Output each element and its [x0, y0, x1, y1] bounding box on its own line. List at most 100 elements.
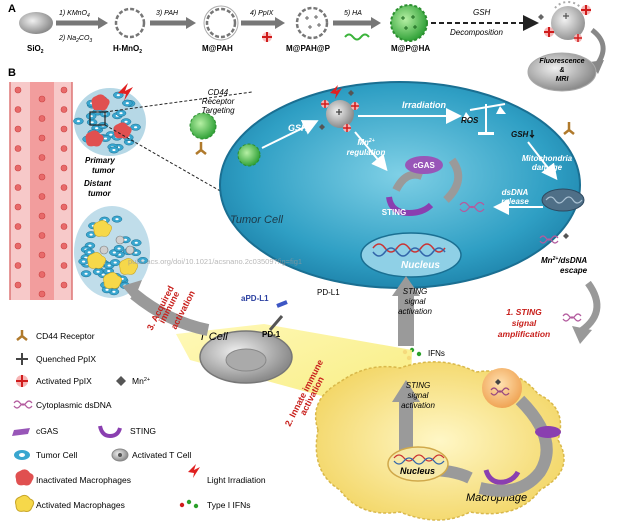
cgas-label: cGAS — [413, 161, 435, 170]
tumor-dna-strand-2 — [372, 247, 446, 257]
tumor-cell-small-nucleus — [134, 241, 138, 244]
vessel-cell — [14, 184, 22, 191]
legend-quenched: Quenched PpIX — [16, 353, 96, 365]
legend-cd44-text: CD44 Receptor — [36, 331, 95, 341]
inactivated-macrophage — [91, 94, 110, 111]
mpah-label: M@PAH — [202, 44, 233, 53]
tumor-cell-small-nucleus — [84, 256, 88, 259]
panel-b: B Primary tumor Distant tumor — [8, 67, 601, 521]
tumor-cell-small-nucleus — [101, 273, 105, 276]
ros-balance-icon — [462, 103, 506, 135]
light-bolt-icon — [118, 83, 133, 101]
legend-tcell-text: Activated T Cell — [132, 450, 191, 460]
vessel-cell — [60, 184, 68, 191]
quenched-ppix-cluster — [305, 15, 321, 29]
vessel-cell — [14, 203, 22, 211]
inactivated-macrophage — [113, 122, 132, 139]
cgas-shape — [405, 156, 443, 174]
fluorescence-mri-badge — [527, 52, 597, 92]
dsdna-release-2: release — [501, 197, 529, 206]
fluor-text-2: & — [559, 67, 564, 74]
step4-text: 4) PpIX — [250, 10, 274, 17]
cytoplasmic-dsdna-icon — [459, 201, 485, 213]
tumor-cell-small-nucleus — [115, 218, 119, 221]
macrophage-dna-2 — [393, 457, 445, 465]
vessel-cell — [14, 223, 22, 230]
legend-sting-text: STING — [130, 426, 156, 436]
vesicle-mn — [495, 379, 501, 385]
tumor-cell-small-nucleus — [112, 148, 116, 151]
legend-quenched-text: Quenched PpIX — [36, 354, 96, 364]
mito-label-1: Mitochondria — [522, 154, 573, 163]
vessel-cell — [14, 242, 22, 250]
tumor-cell-small-nucleus — [124, 120, 128, 123]
legend-activated-ppix-icon — [16, 375, 28, 387]
mito-label-2: damage — [532, 163, 563, 172]
gsh-label-a: GSH — [473, 8, 491, 17]
step2-text: 2) Na2CO3 — [58, 35, 92, 44]
vesicle-dsdna — [490, 387, 510, 396]
step3-arrow — [150, 17, 196, 29]
sting-up-arrow-2-head — [392, 380, 420, 402]
activated-macrophage — [87, 252, 106, 269]
pd1-receptor — [268, 315, 284, 331]
activated-t-cell — [99, 245, 109, 255]
tumor-cell-small-nucleus — [90, 121, 94, 124]
legend-mn-icon — [116, 376, 126, 386]
legend-tcell-nucleus — [118, 453, 122, 457]
vessel-cell — [38, 212, 46, 220]
sting-signal-2a: STING — [406, 381, 430, 390]
legend-dsdna: Cytoplasmic dsDNA — [13, 400, 112, 410]
tumor-cell-small-nucleus — [127, 140, 131, 143]
fluor-text-1: Fluorescence — [539, 58, 584, 65]
panel-a-letter: A — [8, 3, 16, 15]
step5-text: 5) HA — [344, 10, 362, 17]
pdl1-label: PD-L1 — [317, 288, 340, 297]
cd44-targeting-text-3: Targeting — [201, 106, 235, 115]
hmno2-label: H-MnO2 — [113, 44, 142, 55]
tumor-nucleus-label: Nucleus — [401, 260, 440, 271]
vessel-cell — [14, 106, 22, 113]
tumor-cell-small-nucleus — [88, 244, 92, 247]
vessel-cell — [14, 86, 22, 94]
legend-cgas-sting: cGAS STING — [12, 425, 156, 439]
vessel-cell — [60, 223, 68, 230]
vessel-cell — [38, 251, 46, 259]
tumor-dna-strand-1 — [372, 243, 446, 253]
primary-tumor-label-1: Primary — [85, 156, 115, 165]
ifns-label: IFNs — [428, 349, 445, 358]
panel-b-letter: B — [8, 67, 16, 79]
mitochondria — [541, 188, 585, 212]
mpah-particle — [205, 7, 237, 39]
hmno2-particle — [114, 7, 146, 39]
sio2-label: SiO2 — [27, 44, 44, 55]
legend-activated-ppix-text: Activated PpIX — [36, 376, 92, 386]
tumor-cell-small-nucleus — [117, 247, 121, 250]
decomposition-label: Decomposition — [450, 28, 503, 37]
legend-light-icon — [188, 464, 200, 478]
legend-dsdna-icon — [13, 400, 33, 409]
sting-shape — [386, 196, 434, 217]
sting-up-arrow-head — [392, 276, 420, 296]
vessel-cell — [38, 95, 46, 103]
apdl1-antibody — [276, 300, 288, 308]
tumor-nucleus — [360, 232, 462, 278]
mn-regulation-arrow — [354, 131, 388, 172]
amplification-1: 1. STING — [506, 307, 542, 317]
np-targeting — [189, 112, 217, 140]
gsh-label-b: GSH — [288, 123, 308, 133]
vessel-cell — [14, 125, 22, 133]
tumor-cell-small-nucleus — [96, 270, 100, 273]
vessel-cell — [14, 164, 22, 172]
primary-tumor-cluster — [73, 83, 146, 156]
tumor-cell-small-nucleus — [123, 238, 128, 241]
sio2-particle — [19, 12, 53, 34]
cgas-loop — [443, 157, 463, 203]
legend-dsdna-text: Cytoplasmic dsDNA — [36, 400, 112, 410]
sting-signal-1b: signal — [405, 297, 426, 306]
step1-text: 1) KMnO4 — [59, 10, 90, 19]
legend-sting-icon — [98, 425, 122, 439]
distant-tumor-cluster — [74, 206, 150, 298]
step5-arrow — [333, 17, 381, 29]
